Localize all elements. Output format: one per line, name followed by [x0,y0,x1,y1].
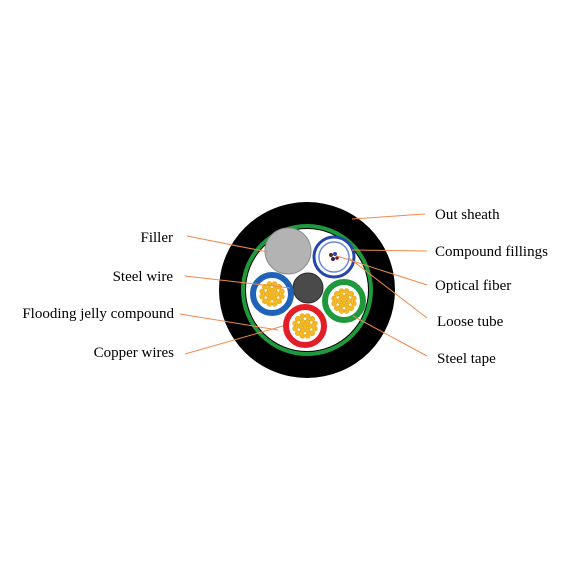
copper-strand [338,308,345,314]
copper-strand [304,327,311,334]
copper-strand [279,293,285,300]
copper-strand [331,300,337,307]
label-flooding-jelly-compound: Flooding jelly compound [22,306,174,322]
copper-strand [299,318,306,325]
filler [264,227,312,275]
copper-strand [299,327,306,334]
optical-fibers [329,252,339,261]
copper-strand [271,295,278,302]
copper-strand [262,298,268,304]
copper-strand [346,298,352,304]
copper-strand [351,295,357,302]
copper-strand [343,293,350,300]
copper-strand [334,291,340,297]
copper-strand [266,295,273,302]
copper-strand [264,291,270,297]
copper-strand [259,293,265,300]
copper-strand [266,301,273,307]
copper-strand [276,298,282,304]
label-steel-tape: Steel tape [437,351,496,367]
label-out-sheath: Out sheath [435,207,500,223]
copper-strand [295,316,301,322]
copper-strand [334,305,340,311]
label-steel-wire: Steel wire [113,269,174,285]
copper-strand [343,288,350,294]
copper-bundle-blue [250,272,294,316]
copper-strand [309,316,315,322]
label-compound-fillings: Compound fillings [435,244,548,260]
copper-strand [271,301,278,307]
label-loose-tube: Loose tube [437,314,504,330]
copper-strand [312,320,318,327]
copper-strand [271,286,278,293]
copper-strand [338,293,345,300]
copper-strand [348,305,354,311]
copper-strand [299,313,306,319]
copper-strand [343,308,350,314]
copper-bundle-green [322,279,366,323]
copper-strand [331,295,337,302]
label-optical-fiber: Optical fiber [435,278,511,294]
copper-strand [269,291,275,297]
cable-cross-section [219,202,395,378]
copper-strand [302,323,308,329]
label-copper-wires: Copper wires [94,345,175,361]
steel-wire [292,272,324,304]
copper-strand [297,323,303,329]
copper-strand [292,320,298,327]
copper-strand [304,313,311,319]
copper-strand [338,288,345,294]
copper-strand [295,330,301,336]
copper-strand [259,288,265,295]
copper-strand [338,302,345,309]
loose-tube [312,235,356,279]
copper-strand [307,323,313,329]
copper-strand [299,333,306,339]
label-filler: Filler [141,230,174,246]
copper-strand [266,286,273,293]
copper-strand [279,288,285,295]
copper-strand [274,291,280,297]
copper-strand [309,330,315,336]
copper-strand [341,298,347,304]
copper-bundle-red [283,304,327,348]
copper-strand [336,298,342,304]
copper-strand [292,325,298,332]
copper-strand [304,318,311,325]
copper-strand [304,333,311,339]
copper-strand [312,325,318,332]
copper-strand [343,302,350,309]
copper-strand [348,291,354,297]
leader-lines [179,213,428,357]
copper-strand [351,300,357,307]
steel-tape [241,224,373,356]
